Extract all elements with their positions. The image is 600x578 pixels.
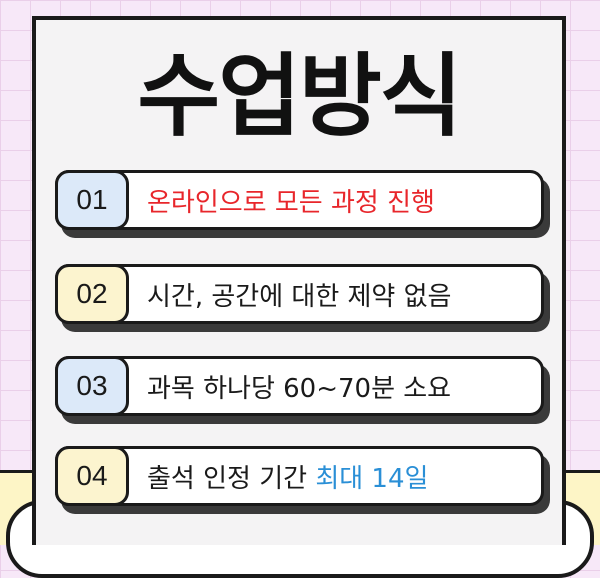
list-item-text: 온라인으로 모든 과정 진행 bbox=[147, 170, 539, 230]
list-item-text-highlight: 최대 14일 bbox=[315, 463, 429, 494]
list-item-text: 시간, 공간에 대한 제약 없음 bbox=[147, 264, 539, 324]
list-item-text-segment: 시간, 공간에 대한 제약 없음 bbox=[147, 281, 452, 312]
list-item-text-segment: 출석 인정 기간 bbox=[147, 463, 316, 494]
list-item-bar bbox=[55, 264, 544, 324]
number-badge: 02 bbox=[55, 264, 129, 324]
list-item-text-highlight: 온라인으로 모든 과정 진행 bbox=[147, 187, 435, 218]
list-item-02: 02 시간, 공간에 대한 제약 없음 bbox=[55, 264, 550, 332]
number-badge: 04 bbox=[55, 446, 129, 506]
list-item-01: 01 온라인으로 모든 과정 진행 bbox=[55, 170, 550, 238]
number-badge: 03 bbox=[55, 356, 129, 416]
list-item-03: 03 과목 하나당 60~70분 소요 bbox=[55, 356, 550, 424]
list-item-text-segment: 과목 하나당 60~70분 소요 bbox=[147, 373, 452, 404]
list-item-text: 과목 하나당 60~70분 소요 bbox=[147, 356, 539, 416]
page-title: 수업방식 bbox=[137, 44, 462, 149]
list-item-04: 04 출석 인정 기간 최대 14일 bbox=[55, 446, 550, 514]
list-item-text: 출석 인정 기간 최대 14일 bbox=[147, 446, 539, 506]
list-item-bar bbox=[55, 170, 544, 230]
main-card: 수업방식 01 온라인으로 모든 과정 진행 02 시간, 공간에 대한 제약 … bbox=[32, 16, 566, 545]
list-item-bar bbox=[55, 446, 544, 506]
number-badge: 01 bbox=[55, 170, 129, 230]
list-item-bar bbox=[55, 356, 544, 416]
